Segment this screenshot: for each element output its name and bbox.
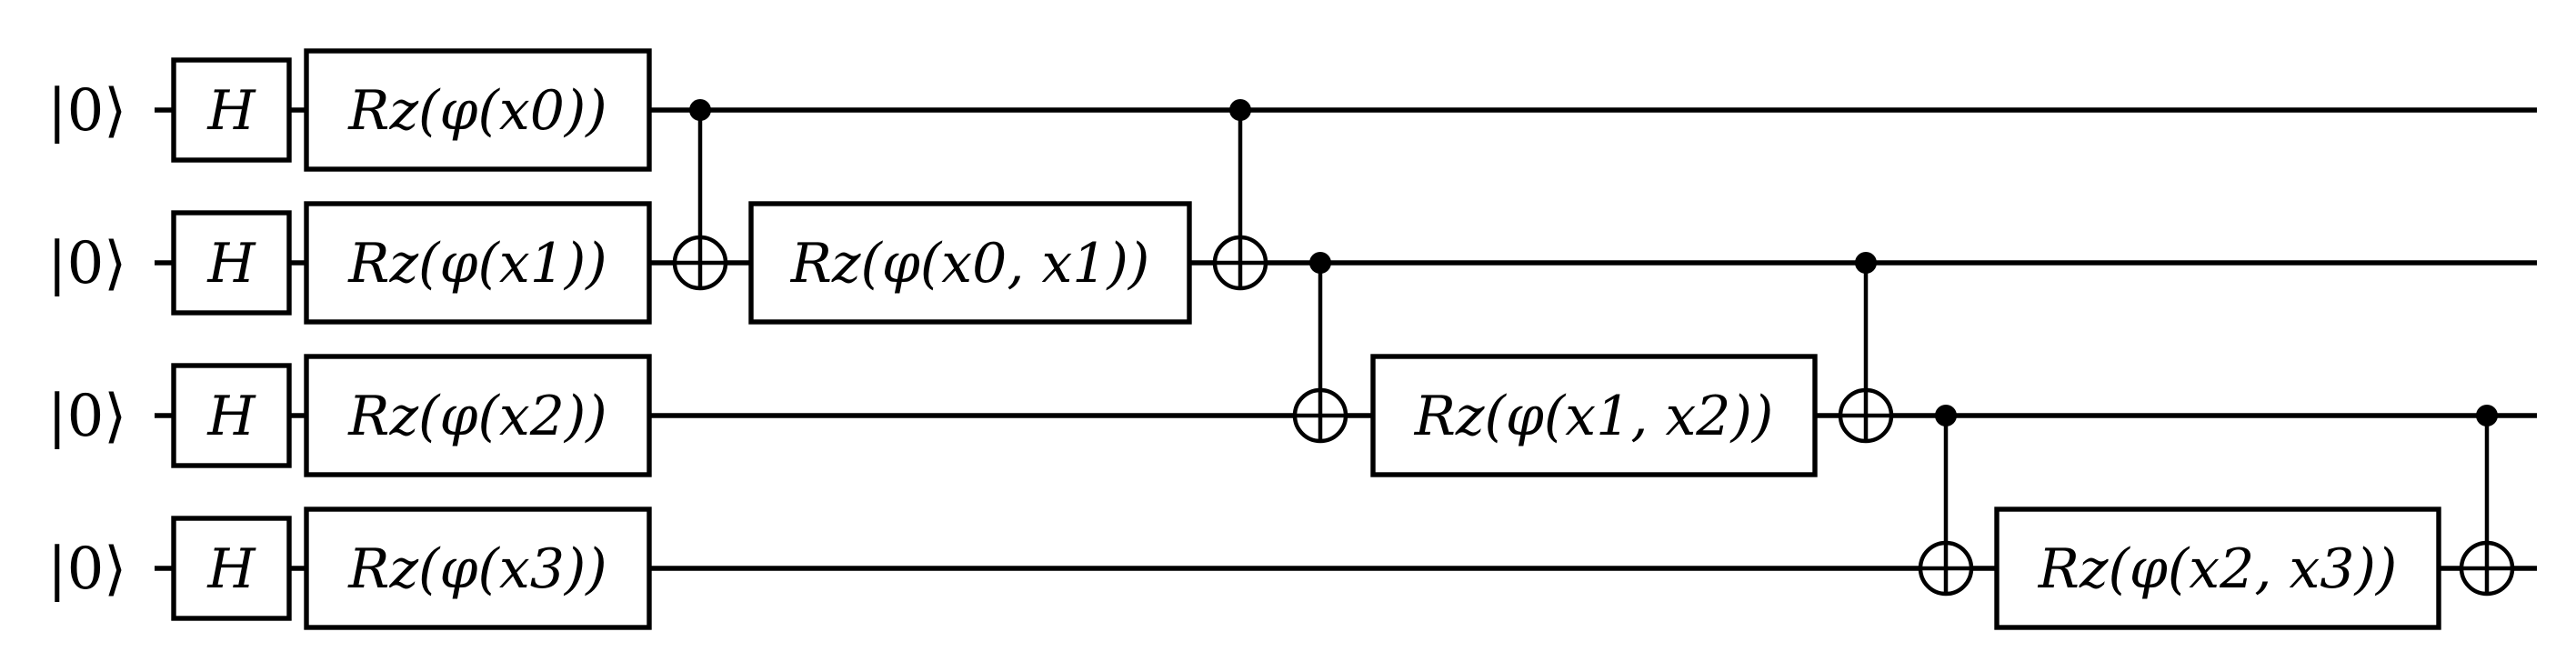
cnot-q2-q3-first: [1918, 405, 1974, 597]
qubit-1-init-label: |0⟩: [47, 230, 126, 297]
rz-gate-x2-label: Rz(φ(x2)): [347, 385, 606, 448]
cnot-q0-q1-second: [1212, 99, 1268, 291]
entangler-q1-q2: Rz(φ(x1, x2)): [1292, 252, 1894, 477]
rz-gate-x0-x1-label: Rz(φ(x0, x1)): [790, 232, 1150, 296]
rz-gate-x2-x3-label: Rz(φ(x2, x3)): [2038, 537, 2398, 601]
control-dot: [1935, 405, 1957, 426]
cnot-q1-q2-first: [1292, 252, 1348, 444]
hadamard-gate-q0: H: [171, 57, 292, 163]
rz-gate-x1-x2: Rz(φ(x1, x2)): [1370, 354, 1818, 477]
cnot-q2-q3-second: [2459, 405, 2515, 597]
hadamard-gate-q1-label: H: [206, 232, 256, 296]
hadamard-gates: H H H H: [171, 57, 292, 621]
hadamard-gate-q0-label: H: [206, 79, 256, 143]
rz-gate-x2: Rz(φ(x2)): [304, 354, 652, 477]
rz-gate-x0-x1: Rz(φ(x0, x1)): [748, 201, 1192, 325]
control-dot: [1229, 99, 1251, 121]
rz-gate-x3-label: Rz(φ(x3)): [347, 537, 606, 601]
hadamard-gate-q1: H: [171, 210, 292, 316]
entangler-q2-q3: Rz(φ(x2, x3)): [1918, 405, 2515, 630]
rz-gate-x1: Rz(φ(x1)): [304, 201, 652, 325]
rz-gate-x3: Rz(φ(x3)): [304, 507, 652, 630]
cnot-q0-q1-first: [672, 99, 728, 291]
rz-gate-x0: Rz(φ(x0)): [304, 48, 652, 172]
rz-gate-x0-label: Rz(φ(x0)): [347, 79, 606, 143]
rz-gate-x1-x2-label: Rz(φ(x1, x2)): [1414, 385, 1774, 448]
initial-states: |0⟩ |0⟩ |0⟩ |0⟩: [47, 77, 126, 603]
cnot-q1-q2-second: [1838, 252, 1894, 444]
rz-gate-x1-label: Rz(φ(x1)): [347, 232, 606, 296]
control-dot: [689, 99, 711, 121]
rz-gates-layer-1: Rz(φ(x0)) Rz(φ(x1)) Rz(φ(x2)) Rz(φ(x3)): [304, 48, 652, 630]
hadamard-gate-q3-label: H: [206, 537, 256, 601]
hadamard-gate-q2-label: H: [206, 385, 256, 448]
qubit-2-init-label: |0⟩: [47, 383, 126, 450]
hadamard-gate-q3: H: [171, 516, 292, 621]
entangler-q0-q1: Rz(φ(x0, x1)): [672, 99, 1268, 325]
rz-gate-x2-x3: Rz(φ(x2, x3)): [1994, 507, 2441, 630]
control-dot: [1855, 252, 1877, 274]
hadamard-gate-q2: H: [171, 363, 292, 468]
qubit-wires: [155, 107, 2537, 571]
control-dot: [1309, 252, 1331, 274]
qubit-0-init-label: |0⟩: [47, 77, 126, 145]
control-dot: [2476, 405, 2498, 426]
qubit-3-init-label: |0⟩: [47, 536, 126, 603]
